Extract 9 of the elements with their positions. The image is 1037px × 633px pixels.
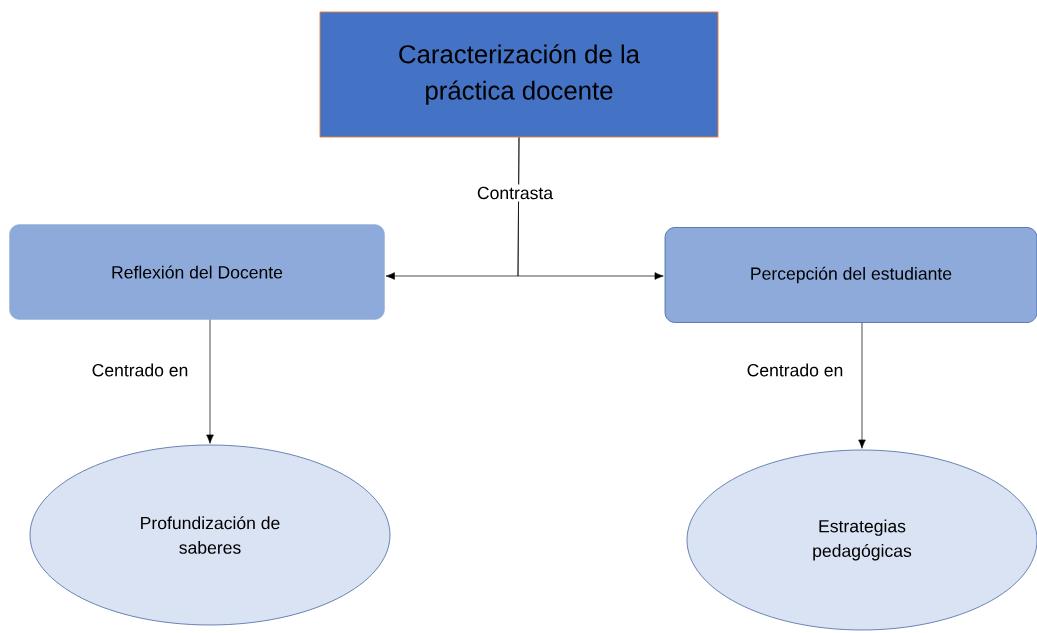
- arrow: [858, 322, 866, 449]
- edge-label: Contrasta: [474, 184, 556, 202]
- process-box: Reflexión del Docente: [9, 224, 385, 320]
- edge-label: Centrado en: [89, 361, 191, 379]
- arrow: [517, 137, 664, 280]
- edge-label: Centrado en: [744, 361, 846, 379]
- arrow: [206, 319, 214, 444]
- title-box: Caracterización de la práctica docente: [319, 11, 719, 138]
- process-box: Percepción del estudiante: [664, 227, 1037, 323]
